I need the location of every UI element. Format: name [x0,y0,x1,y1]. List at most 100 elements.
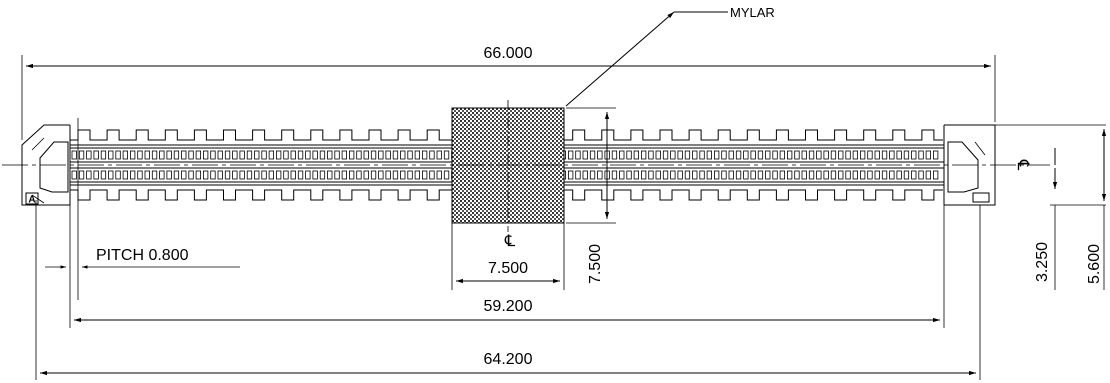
contact-pin [867,170,873,180]
contact-pin [421,170,428,180]
contact-pin [370,170,377,180]
contact-pin [100,150,107,160]
dimension-pitch: PITCH 0.800 [45,118,240,300]
centerline-symbol-bottom: ℄ [504,233,516,250]
contact-pin [925,170,931,180]
contact-pin [429,150,435,160]
contact-pin [706,150,712,160]
contact-pin [392,150,399,160]
contact-pin [903,170,910,180]
contact-pin [787,170,793,180]
contact-pin [845,150,851,160]
contact-pin [378,150,384,160]
contact-pin [830,170,837,180]
contact-pin [312,150,318,160]
contact-pin [845,170,851,180]
contact-pin [173,170,180,180]
contact-pin [210,150,216,160]
contact-pin [100,170,107,180]
contact-pin [626,170,632,180]
contact-pin [239,150,245,160]
contact-pin [889,150,895,160]
contact-pin [699,170,705,180]
contact-pin [385,170,391,180]
contact-pin [721,150,727,160]
contact-pin [341,170,348,180]
contact-pin [348,150,355,160]
contact-pin [202,150,209,160]
pitch-label: PITCH 0.800 [96,247,189,264]
contact-pin [93,170,99,180]
contact-pin [933,150,939,160]
contact-pin [290,150,296,160]
contact-pin [443,150,450,160]
contact-pin [670,150,676,160]
contact-pin [772,150,778,160]
contact-pin [312,170,318,180]
contact-pin [633,150,639,160]
contact-pin [436,150,442,160]
contact-pin [589,150,596,160]
contact-pin [728,170,734,180]
contact-pin [319,150,326,160]
contact-pin [305,150,311,160]
contact-pin [911,170,917,180]
contact-pin [867,150,873,160]
contact-pin [655,150,661,160]
contact-pin [334,170,340,180]
contact-pin [407,170,413,180]
contact-pin [385,150,391,160]
contact-pin [356,170,362,180]
contact-pin [757,150,764,160]
contact-pin [319,170,326,180]
contact-pin [188,170,194,180]
contact-pin [421,150,428,160]
dimension-body-length: 64.200 [35,200,981,380]
contact-pin [692,150,698,160]
contact-pin [137,170,143,180]
mylar-patch [451,100,565,232]
contact-pin [611,170,618,180]
contact-pin [889,170,895,180]
contact-pin [684,150,691,160]
contact-pin [662,150,669,160]
contact-pin [568,150,574,160]
contact-pin [589,170,596,180]
contact-pin [166,170,172,180]
contact-span-value: 59.200 [484,298,533,315]
contact-pin [246,150,253,160]
contact-pin [407,150,413,160]
contact-pin [896,150,902,160]
contact-pin [78,150,85,160]
contact-pin [348,170,355,180]
contact-pin [115,170,121,180]
contact-pin [597,170,603,180]
contact-pin [224,170,231,180]
contact-pin [217,150,223,160]
contact-pin [823,170,829,180]
contact-pin [735,150,742,160]
contact-pin [641,150,647,160]
contact-pin [370,150,377,160]
contact-pin [662,170,669,180]
dimension-mylar-width: 7.500 ℄ [451,223,565,290]
contact-pin [181,170,187,180]
contact-pin [392,170,399,180]
contact-pin [305,170,311,180]
contact-pin [188,150,194,160]
contact-pin [144,170,150,180]
contact-pin [714,170,720,180]
contact-pin [363,170,369,180]
contact-pin [619,170,625,180]
contact-pin [677,170,683,180]
dimension-half-width: 3.250 [995,124,1106,290]
contact-pin [648,150,654,160]
pin-a-label: A [28,195,35,206]
contact-pin [619,150,625,160]
contact-pin [597,150,603,160]
centerline-symbol-right: ℄ [1014,159,1031,171]
contact-pin [918,150,924,160]
contact-pin [728,150,734,160]
contact-pin [743,170,749,180]
